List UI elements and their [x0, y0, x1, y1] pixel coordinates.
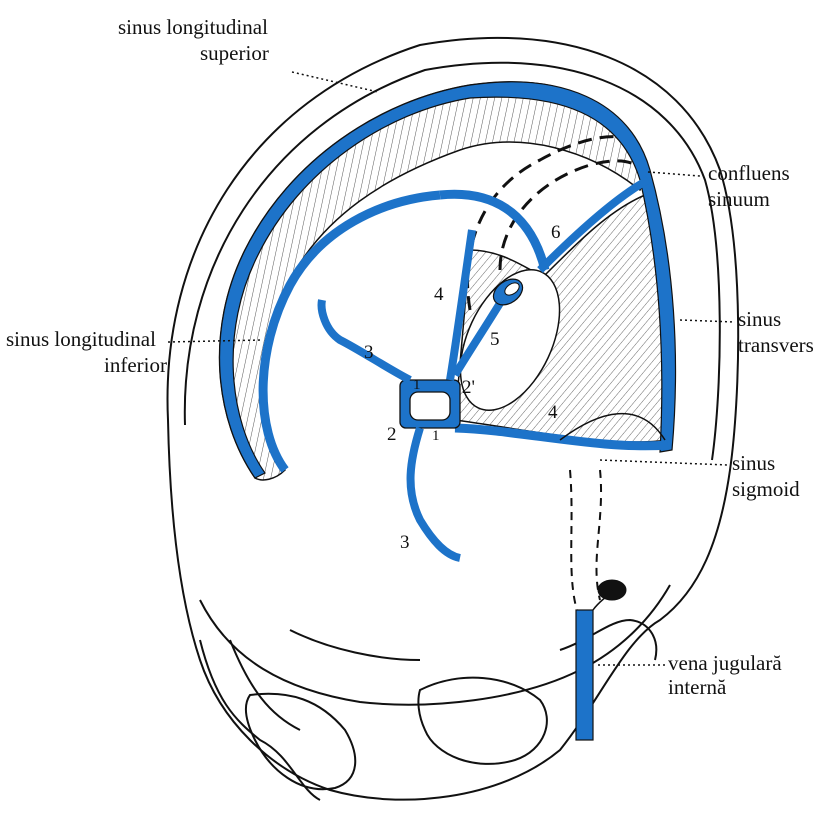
label-sinus-transvers-1: sinus: [738, 307, 781, 331]
number-1-lower: 1: [432, 428, 440, 444]
number-4-right: 4: [548, 402, 558, 423]
label-sinus-longitudinal-superior-1: sinus longitudinal: [118, 15, 268, 39]
label-vena-jugulara-interna-2: internă: [668, 675, 727, 699]
label-confluens-sinuum-2: sinuum: [708, 187, 770, 211]
number-5: 5: [490, 329, 500, 350]
label-sinus-longitudinal-inferior-2: inferior: [104, 353, 167, 377]
vena-jugulara-interna: [576, 580, 626, 740]
number-3-lower: 3: [400, 532, 410, 553]
number-2: 2: [387, 424, 397, 445]
label-sinus-sigmoid-1: sinus: [732, 451, 775, 475]
label-sinus-sigmoid-2: sigmoid: [732, 477, 800, 501]
number-2-prime: 2': [462, 377, 475, 398]
label-vena-jugulara-interna-1: vena jugulară: [668, 651, 782, 675]
label-sinus-transvers-2: transvers: [738, 333, 814, 357]
label-sinus-longitudinal-inferior-1: sinus longitudinal: [6, 327, 156, 351]
label-sinus-longitudinal-superior-2: superior: [200, 41, 269, 65]
number-1-upper: 1: [413, 377, 421, 393]
number-3-upper: 3: [364, 342, 374, 363]
number-6: 6: [551, 222, 561, 243]
number-4-left: 4: [434, 284, 444, 305]
label-confluens-sinuum-1: confluens: [708, 161, 790, 185]
